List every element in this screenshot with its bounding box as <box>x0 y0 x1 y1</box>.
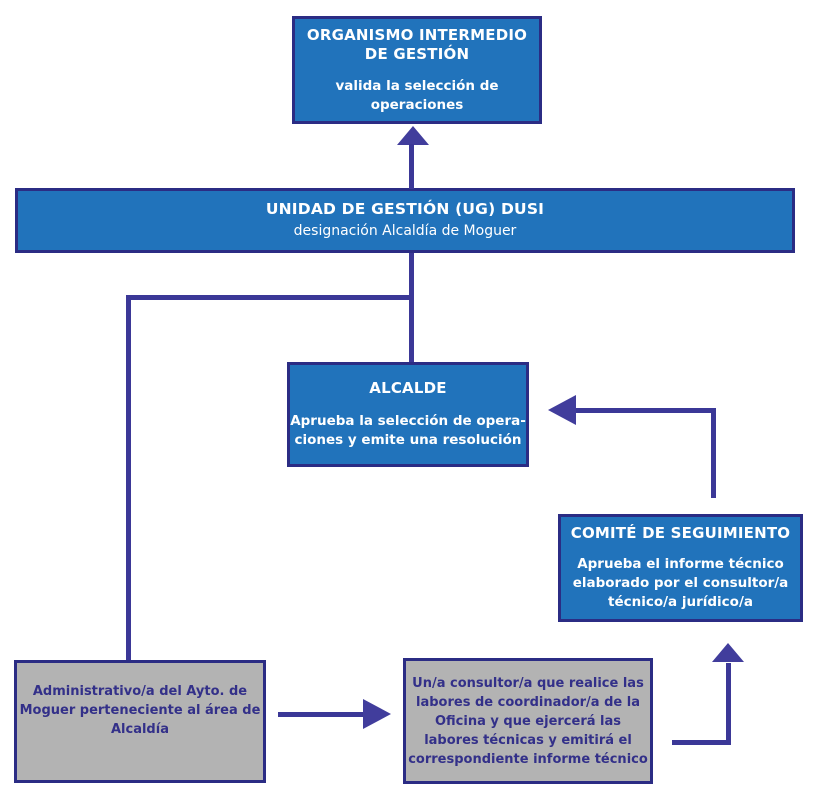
connector-consultor-to-comite-vertical-line <box>726 663 731 745</box>
alcalde-box: ALCALDE Aprueba la selección de opera- c… <box>287 362 529 467</box>
connector-comite-to-alcalde-horizontal-line <box>572 408 716 413</box>
connector-branch-to-administrativo-line <box>126 295 131 660</box>
alcalde-description: Aprueba la selección de opera- ciones y … <box>290 413 526 448</box>
connector-ug-to-alcalde-line <box>409 253 414 362</box>
unidad-gestion-dusi-description: designación Alcaldía de Moguer <box>293 223 517 239</box>
arrow-left-comite-to-alcalde-head <box>548 395 576 425</box>
connector-ug-to-organismo-line <box>409 144 414 189</box>
organismo-intermedio-title: ORGANISMO INTERMEDIO DE GESTIÓN <box>306 25 528 63</box>
unidad-gestion-dusi-box: UNIDAD DE GESTIÓN (UG) DUSI designación … <box>15 188 795 253</box>
comite-seguimiento-box: COMITÉ DE SEGUIMIENTO Aprueba el informe… <box>558 514 803 622</box>
arrow-right-administrativo-to-consultor-head <box>363 699 391 729</box>
comite-seguimiento-title: COMITÉ DE SEGUIMIENTO <box>570 524 791 542</box>
connector-comite-to-alcalde-vertical-line <box>711 408 716 498</box>
connector-branch-horizontal-line <box>126 295 414 300</box>
alcalde-title: ALCALDE <box>369 379 447 397</box>
arrow-up-ug-to-organismo-head <box>397 126 429 145</box>
consultor-box: Un/a consultor/a que realice las labores… <box>403 658 653 784</box>
connector-administrativo-to-consultor-line <box>278 712 364 717</box>
administrativo-box: Administrativo/a del Ayto. de Moguer per… <box>14 660 266 783</box>
administrativo-description: Administrativo/a del Ayto. de Moguer per… <box>19 684 261 737</box>
connector-consultor-to-comite-horizontal-line <box>672 740 731 745</box>
consultor-description: Un/a consultor/a que realice las labores… <box>408 675 648 767</box>
organismo-intermedio-box: ORGANISMO INTERMEDIO DE GESTIÓN valida l… <box>292 16 542 124</box>
comite-seguimiento-description: Aprueba el informe técnico elaborado por… <box>572 556 789 610</box>
unidad-gestion-dusi-title: UNIDAD DE GESTIÓN (UG) DUSI <box>265 200 545 218</box>
organismo-intermedio-description: valida la selección de operaciones <box>335 77 499 113</box>
arrow-up-consultor-to-comite-head <box>712 643 744 662</box>
